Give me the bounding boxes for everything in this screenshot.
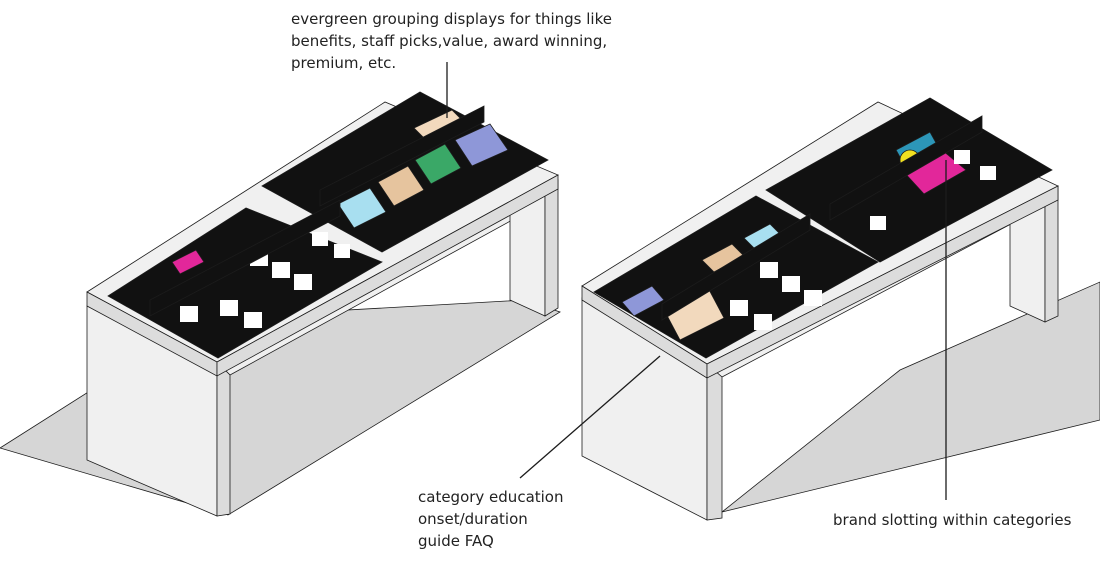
left-product-block xyxy=(312,232,328,246)
left-tag-tan xyxy=(377,165,425,207)
left-product-block xyxy=(180,306,198,322)
leader-line-education xyxy=(519,355,661,479)
annotation-line: category education xyxy=(418,488,564,506)
left-divider-rail xyxy=(319,105,485,207)
left-product-block xyxy=(244,312,262,328)
annotation-line: premium, etc. xyxy=(291,54,397,72)
right-product-block xyxy=(760,262,778,278)
annotation-brand-slotting: brand slotting within categories xyxy=(833,509,1071,531)
right-product-block xyxy=(954,150,970,164)
right-divider-rail xyxy=(829,115,983,221)
right-table-shadow xyxy=(721,281,1100,513)
right-divider-rail xyxy=(661,213,811,321)
left-table-top-edge-right xyxy=(216,174,559,377)
right-product-block xyxy=(804,290,822,306)
annotation-line: brand slotting within categories xyxy=(833,511,1072,529)
left-table-inner-leg xyxy=(216,361,231,517)
left-product-block xyxy=(334,244,350,258)
right-table-back-leg-side xyxy=(1044,185,1059,323)
annotation-line: guide FAQ xyxy=(418,532,494,550)
left-product-block xyxy=(294,274,312,290)
left-tag-magenta xyxy=(171,249,205,275)
left-tag-blue xyxy=(337,187,387,229)
annotation-category-education: category education onset/duration guide … xyxy=(418,486,564,552)
right-table-top-edge-right xyxy=(706,185,1059,379)
annotation-line: benefits, staff picks,value, award winni… xyxy=(291,32,608,50)
right-product-block xyxy=(754,314,772,330)
left-tag-lavender xyxy=(454,123,509,167)
left-display-table xyxy=(0,91,561,517)
left-tag-green xyxy=(414,143,462,185)
right-table-inner-leg xyxy=(706,363,723,521)
right-display-table xyxy=(581,97,1100,521)
right-tag-lavender xyxy=(621,285,665,317)
left-product-block xyxy=(272,262,290,278)
left-table-back-leg-side xyxy=(544,179,559,317)
right-product-block xyxy=(782,276,800,292)
right-product-block xyxy=(980,166,996,180)
right-tray-back xyxy=(765,97,1053,263)
annotation-line: onset/duration xyxy=(418,510,528,528)
right-product-block xyxy=(730,300,748,316)
left-product-block xyxy=(220,300,238,316)
left-divider-rail xyxy=(149,199,341,317)
annotation-evergreen-displays: evergreen grouping displays for things l… xyxy=(291,8,612,74)
right-product-block xyxy=(870,216,886,230)
annotation-line: evergreen grouping displays for things l… xyxy=(291,10,612,28)
